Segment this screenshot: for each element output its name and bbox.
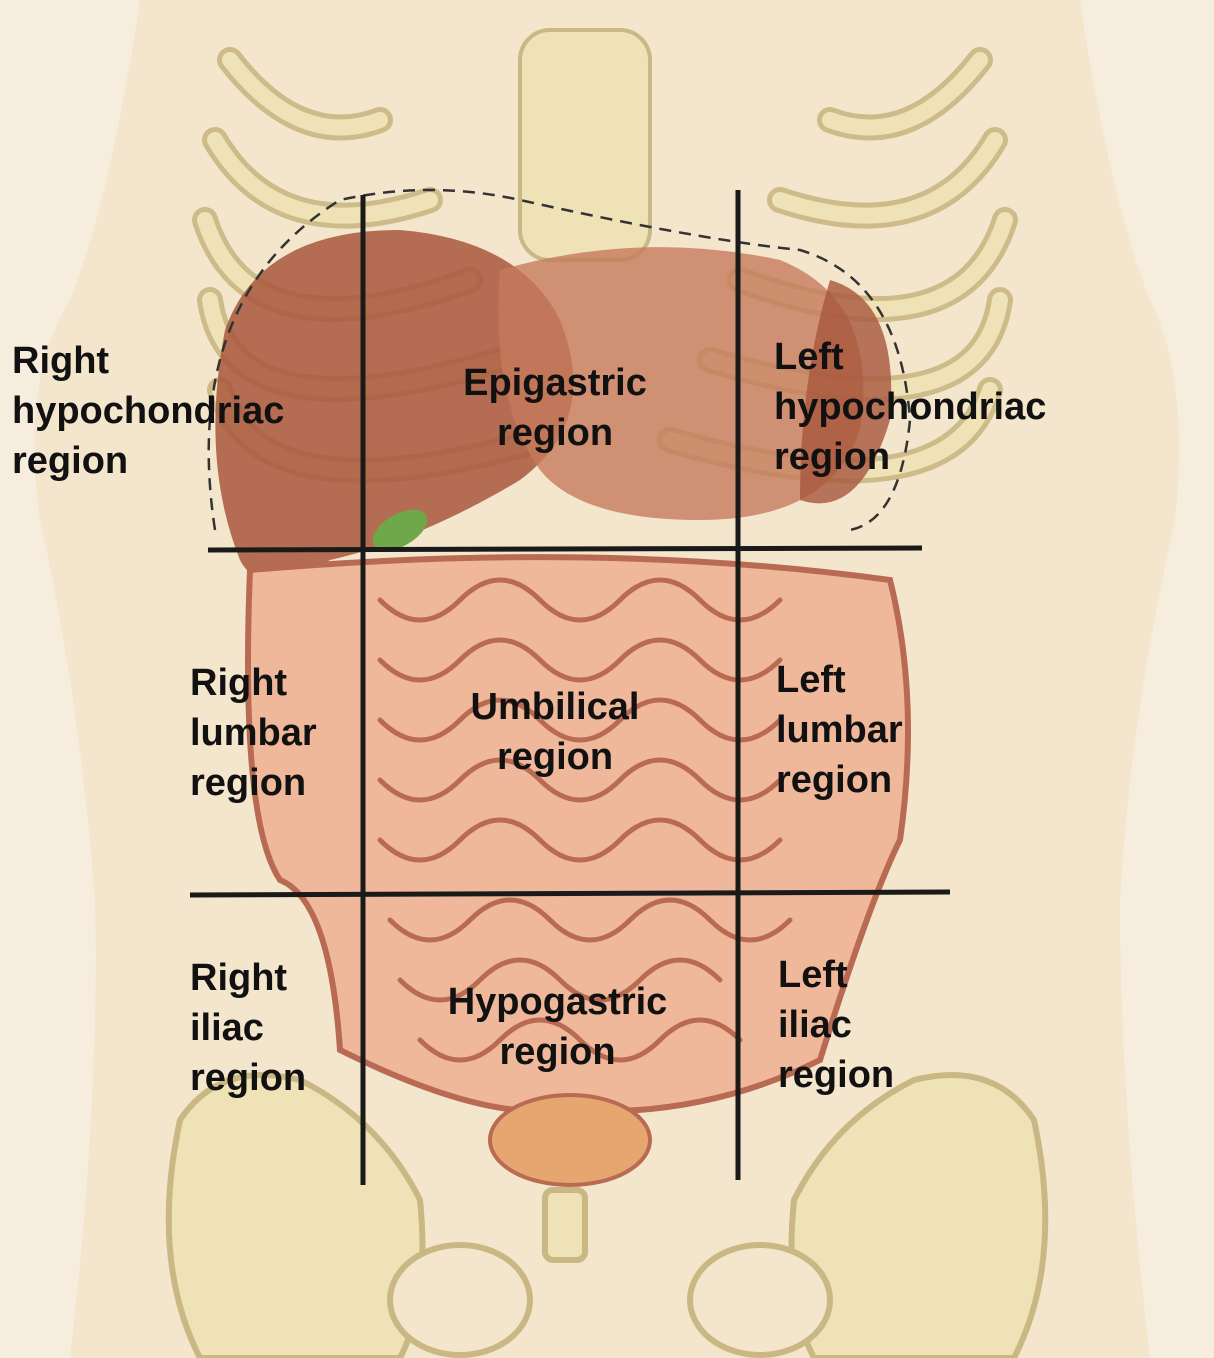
bladder — [490, 1095, 650, 1185]
label-umbilical: Umbilical region — [440, 682, 670, 782]
horizontal-line-lower — [190, 892, 950, 895]
label-line: Left — [774, 332, 1046, 382]
label-line: iliac — [778, 1000, 894, 1050]
label-epigastric: Epigastric region — [440, 358, 670, 458]
label-line: lumbar — [776, 705, 903, 755]
label-line: region — [190, 758, 317, 808]
horizontal-line-upper — [208, 548, 922, 550]
label-left-lumbar: Left lumbar region — [776, 655, 903, 805]
label-line: region — [190, 1053, 306, 1103]
label-line: region — [12, 436, 284, 486]
label-line: Right — [12, 336, 284, 386]
label-line: region — [778, 1050, 894, 1100]
label-line: hypochondriac — [774, 382, 1046, 432]
label-line: Hypogastric — [420, 977, 695, 1027]
label-line: hypochondriac — [12, 386, 284, 436]
label-line: region — [440, 408, 670, 458]
label-right-hypochondriac: Right hypochondriac region — [12, 336, 284, 486]
label-line: region — [420, 1027, 695, 1077]
label-line: Right — [190, 658, 317, 708]
label-line: iliac — [190, 1003, 306, 1053]
label-hypogastric: Hypogastric region — [420, 977, 695, 1077]
sternum — [520, 30, 650, 260]
label-line: region — [774, 432, 1046, 482]
label-right-iliac: Right iliac region — [190, 953, 306, 1103]
label-line: lumbar — [190, 708, 317, 758]
label-left-iliac: Left iliac region — [778, 950, 894, 1100]
label-line: Right — [190, 953, 306, 1003]
label-line: Umbilical — [440, 682, 670, 732]
label-left-hypochondriac: Left hypochondriac region — [774, 332, 1046, 482]
label-right-lumbar: Right lumbar region — [190, 658, 317, 808]
label-line: Left — [778, 950, 894, 1000]
label-line: Left — [776, 655, 903, 705]
label-line: region — [440, 732, 670, 782]
label-line: region — [776, 755, 903, 805]
label-line: Epigastric — [440, 358, 670, 408]
